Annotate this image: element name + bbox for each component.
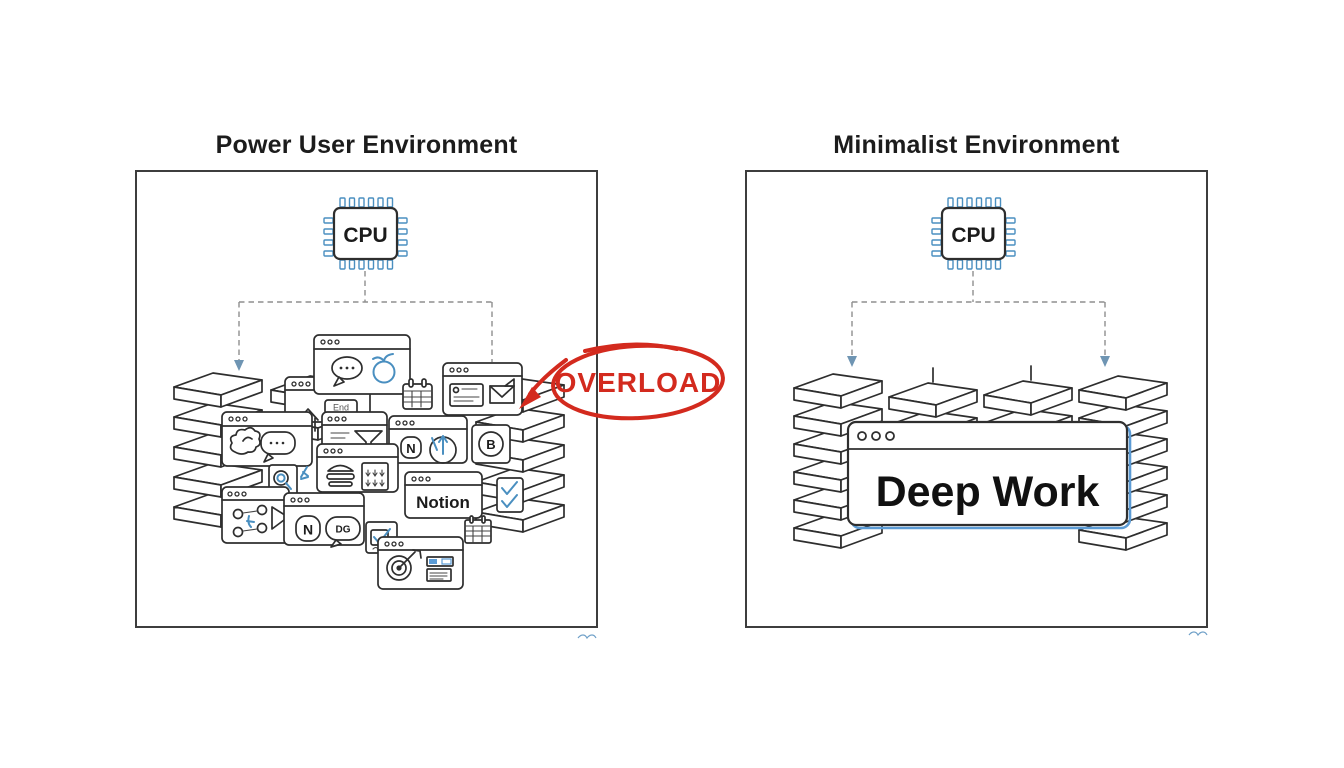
clock-icon [429,435,457,464]
speech-bubble-icon [260,431,296,463]
goal-window [377,536,464,590]
cpu-pins [931,197,1016,270]
scribble-blob-icon [229,426,261,455]
calendar-icon [402,378,433,410]
ram-stack-3 [983,365,1073,472]
mail-window [442,362,523,416]
double-check-card [496,477,524,513]
left-panel-title: Power User Environment [215,131,518,159]
arrowhead-icon [1100,356,1110,367]
notion-window: Notion [404,471,483,519]
dg-bubble-icon: DG [325,516,361,548]
deep-work-label: Deep Work [876,468,1100,516]
n-badge-label: N [406,441,415,456]
calendar-icon [464,515,492,544]
chat-pomodoro-window [313,334,411,395]
end-tag-label: End [333,403,349,413]
window-dot-icon [871,431,881,441]
dg-bubble-label: DG [336,525,351,536]
task-card-icon [426,556,454,582]
target-icon [386,549,422,581]
pomodoro-timer-icon [372,353,396,384]
window-dot-icon [857,431,867,441]
cpu-chip-icon: CPU [931,197,1016,270]
messenger-window [221,411,313,467]
cpu-chip-icon: CPU [323,197,408,270]
node-graph-icon [232,504,268,538]
pen-scribble-icon [300,466,309,480]
n-dg-window: N DG [283,492,365,548]
send-triangle-icon [271,506,289,530]
focus-timer-window: N [388,415,468,464]
speech-bubble-icon [331,356,363,387]
notion-label: Notion [416,493,470,512]
n-shield-icon: N [295,515,321,542]
cpu-label: CPU [343,224,387,247]
cpu-connectors [847,271,1110,367]
deep-work-window: Deep Work [846,420,1132,530]
envelope-icon [489,378,515,404]
power-user-panel: CPU End [135,170,598,628]
minimalist-panel: CPU Deep Work [745,170,1208,628]
window-dot-icon [885,431,895,441]
cpu-connectors [234,271,493,371]
burger-icon [326,464,355,487]
signature-mark [1188,631,1208,637]
b-app-card: B [471,424,511,464]
burger-calendar-window [316,443,399,493]
cpu-label: CPU [951,224,995,247]
arrowhead-icon [847,356,857,367]
n-shield-label: N [303,522,313,538]
right-panel-title: Minimalist Environment [833,131,1120,159]
flowchart-window [221,486,290,544]
ram-stack-2 [888,367,978,474]
arrowhead-icon [234,360,244,371]
b-badge-label: B [486,437,495,452]
power-user-illustration: CPU End [173,197,565,590]
n-app-icon: N [400,436,422,459]
minimalist-illustration: CPU Deep Work [793,197,1168,551]
contact-card-icon [449,383,484,407]
search-card [268,464,298,498]
schedule-grid-icon [361,462,389,491]
signature-mark [577,634,597,640]
